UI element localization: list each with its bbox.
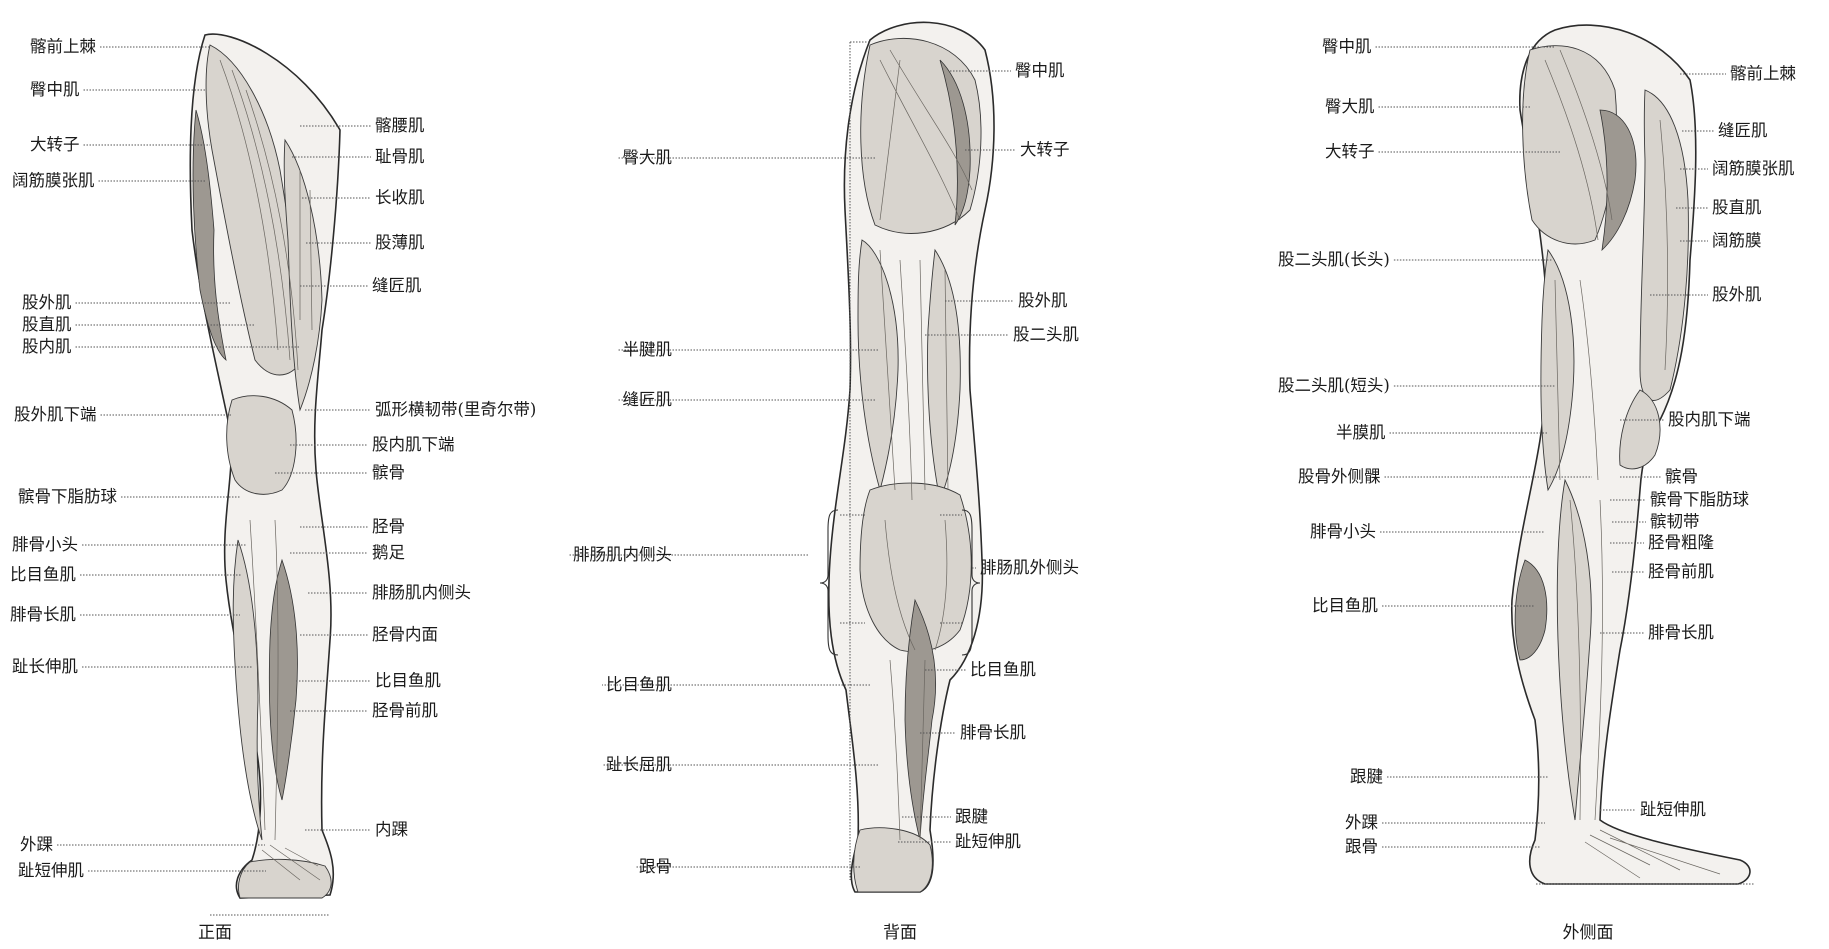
back-label-11: 比目鱼肌 <box>970 660 1036 679</box>
back-label-8: 腓肠肌内侧头 <box>573 545 672 564</box>
lateral-label-23: 胫骨粗隆 <box>1648 533 1715 552</box>
caption-front: 正面 <box>198 923 232 943</box>
front-label-10: 腓骨小头 <box>12 535 78 554</box>
lateral-label-14: 缝匠肌 <box>1718 121 1768 140</box>
lateral-label-7: 股骨外侧髁 <box>1298 467 1381 486</box>
lateral-label-21: 髌骨下脂肪球 <box>1650 490 1750 509</box>
lateral-label-4: 股二头肌(长头) <box>1278 250 1390 269</box>
front-label-20: 缝匠肌 <box>372 276 422 295</box>
lateral-label-19: 股内肌下端 <box>1668 410 1751 429</box>
front-label-1: 髂前上棘 <box>30 37 97 56</box>
view-captions: 正面 背面 外侧面 <box>198 923 1614 943</box>
back-label-13: 趾长屈肌 <box>606 755 672 774</box>
lateral-label-3: 大转子 <box>1325 142 1375 161</box>
lateral-label-11: 外踝 <box>1345 813 1379 832</box>
front-label-29: 胫骨前肌 <box>372 701 438 720</box>
front-label-23: 髌骨 <box>372 463 405 482</box>
caption-back: 背面 <box>883 923 917 943</box>
back-label-4: 股外肌 <box>1018 291 1068 310</box>
lateral-label-2: 臀大肌 <box>1325 97 1375 116</box>
front-label-13: 趾长伸肌 <box>12 657 78 676</box>
lateral-view-figure <box>1512 25 1755 884</box>
front-view-figure <box>190 34 340 915</box>
front-label-17: 耻骨肌 <box>375 147 425 166</box>
front-label-5: 股外肌 <box>22 293 72 312</box>
lateral-label-17: 阔筋膜 <box>1712 231 1762 250</box>
back-view-figure <box>820 22 994 892</box>
lateral-label-5: 股二头肌(短头) <box>1278 376 1390 395</box>
front-label-7: 股内肌 <box>22 337 72 356</box>
front-label-19: 股薄肌 <box>375 233 425 252</box>
front-label-14: 外踝 <box>20 835 54 854</box>
back-label-15: 趾短伸肌 <box>955 832 1021 851</box>
lateral-label-26: 趾短伸肌 <box>1640 800 1706 819</box>
back-label-3: 臀大肌 <box>623 148 673 167</box>
lateral-label-24: 胫骨前肌 <box>1648 562 1714 581</box>
lateral-label-10: 跟腱 <box>1350 767 1383 786</box>
front-label-27: 胫骨内面 <box>372 625 438 644</box>
front-label-8: 股外肌下端 <box>14 405 97 424</box>
front-label-30: 内踝 <box>375 820 409 839</box>
lateral-label-22: 髌韧带 <box>1650 512 1700 531</box>
front-label-11: 比目鱼肌 <box>10 565 76 584</box>
back-label-5: 股二头肌 <box>1013 325 1079 344</box>
front-label-21: 弧形横韧带(里奇尔带) <box>375 400 536 419</box>
front-label-6: 股直肌 <box>22 315 72 334</box>
lateral-label-1: 臀中肌 <box>1322 37 1372 56</box>
front-label-22: 股内肌下端 <box>372 435 455 454</box>
lateral-label-16: 股直肌 <box>1712 198 1762 217</box>
front-label-9: 髌骨下脂肪球 <box>18 487 118 506</box>
back-label-12: 腓骨长肌 <box>960 723 1026 742</box>
lateral-label-15: 阔筋膜张肌 <box>1712 159 1795 178</box>
back-label-2: 大转子 <box>1020 140 1070 159</box>
back-label-7: 缝匠肌 <box>623 390 673 409</box>
front-label-26: 腓肠肌内侧头 <box>372 583 471 602</box>
front-label-24: 胫骨 <box>372 517 405 536</box>
back-label-6: 半腱肌 <box>623 340 673 359</box>
front-label-12: 腓骨长肌 <box>10 605 76 624</box>
back-label-1: 臀中肌 <box>1015 61 1065 80</box>
lateral-label-20: 髌骨 <box>1665 467 1698 486</box>
caption-lateral: 外侧面 <box>1563 923 1614 943</box>
front-label-15: 趾短伸肌 <box>18 861 84 880</box>
lateral-label-6: 半膜肌 <box>1336 423 1386 442</box>
front-label-28: 比目鱼肌 <box>375 671 441 690</box>
front-label-16: 髂腰肌 <box>375 116 425 135</box>
lateral-label-9: 比目鱼肌 <box>1312 596 1378 615</box>
lateral-label-13: 髂前上棘 <box>1730 64 1797 83</box>
lateral-label-25: 腓骨长肌 <box>1648 623 1714 642</box>
back-label-10: 比目鱼肌 <box>606 675 672 694</box>
back-label-14: 跟腱 <box>955 807 988 826</box>
front-label-4: 阔筋膜张肌 <box>12 171 95 190</box>
back-label-16: 跟骨 <box>639 857 672 876</box>
lateral-label-8: 腓骨小头 <box>1310 522 1376 541</box>
lateral-label-18: 股外肌 <box>1712 285 1762 304</box>
front-label-18: 长收肌 <box>375 188 425 207</box>
front-label-3: 大转子 <box>30 135 80 154</box>
front-label-2: 臀中肌 <box>30 80 80 99</box>
front-label-25: 鹅足 <box>372 543 405 562</box>
lateral-label-12: 跟骨 <box>1345 837 1378 856</box>
back-label-9: 腓肠肌外侧头 <box>980 558 1079 577</box>
